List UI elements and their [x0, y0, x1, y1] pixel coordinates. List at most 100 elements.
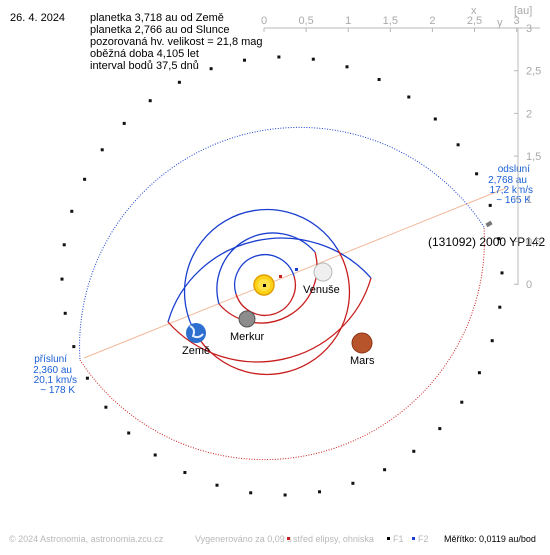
orbit-interval-point [412, 449, 416, 453]
orbit-interval-point [277, 55, 281, 59]
aphelion-speed: 17,2 km/s [490, 185, 533, 196]
orbit-interval-point [460, 400, 464, 404]
orbit-interval-point [438, 427, 442, 431]
orbit-interval-point [122, 121, 126, 125]
orbit-interval-point [249, 491, 253, 495]
mercury-label: Merkur [230, 331, 265, 343]
x-tick-label: 1,5 [383, 15, 398, 27]
earth-land-shape [189, 325, 204, 339]
orbit-interval-point [62, 243, 66, 247]
orbit-interval-point [72, 345, 76, 349]
legend-f1-marker [387, 537, 390, 540]
y-tick-label: 3 [526, 23, 532, 35]
info-line-earth-distance: planetka 3,718 au od Země [90, 12, 224, 24]
legend-center-text: střed elipsy, ohniska [293, 534, 374, 544]
orbit-interval-point [345, 65, 349, 69]
orbit-interval-point [100, 148, 104, 152]
orbit-interval-point [83, 177, 87, 181]
orbit-interval-point [153, 453, 157, 457]
orbit-interval-point [351, 481, 355, 485]
asteroid-orbit-near-half [79, 226, 485, 461]
mars-orbit-upper [167, 237, 372, 323]
perihelion-title: přísluní [34, 354, 67, 365]
earth-orbit-lower [195, 249, 351, 376]
mercury-orbit-lower [235, 275, 297, 316]
venus-orbit-upper [216, 232, 316, 305]
orbit-interval-point [488, 203, 492, 207]
info-line-sun-distance: planetka 2,766 au od Slunce [90, 24, 230, 36]
y-axis-label: y [497, 17, 503, 29]
asteroid-orbit-far-half [79, 126, 485, 361]
mars-orbit-lower [167, 277, 372, 363]
perihelion-speed: 20,1 km/s [34, 375, 77, 386]
ellipse-center-marker [279, 275, 282, 278]
earth-icon [186, 323, 206, 343]
orbit-interval-point [209, 67, 213, 71]
orbit-interval-point [311, 57, 315, 61]
mars-icon [351, 332, 373, 354]
x-axis-label: x [471, 5, 477, 17]
mercury-icon [238, 310, 256, 328]
copyright-text: © 2024 Astronomia, astronomia.zcu.cz [9, 534, 164, 544]
orbit-interval-point [477, 371, 481, 375]
legend-f1-text: F1 [393, 534, 404, 544]
y-tick-label: 0 [526, 279, 532, 291]
orbit-interval-point [63, 311, 67, 315]
y-tick-label: 1,5 [526, 151, 541, 163]
orbit-interval-point [104, 405, 108, 409]
orbit-interval-point [215, 483, 219, 487]
orbit-interval-point [475, 172, 479, 176]
legend-f2-text: F2 [418, 534, 429, 544]
info-line-magnitude: pozorovaná hv. velikost = 21,8 mag [90, 36, 263, 48]
orbit-interval-point [377, 78, 381, 81]
asteroid-position-marker [485, 220, 493, 228]
y-tick-label: 2,5 [526, 66, 541, 78]
generation-time: Vygenerováno za 0,09 s [195, 534, 292, 544]
focus-f1-marker [263, 284, 266, 287]
scale-text: Měřítko: 0,0119 au/bod [444, 534, 536, 544]
aphelion-title: odsluní [498, 164, 530, 175]
orbit-interval-point [183, 471, 187, 474]
x-tick-label: 0 [261, 15, 267, 27]
mercury-orbit-upper [233, 254, 295, 295]
asteroid-orbit-points [60, 55, 504, 497]
y-tick-label: 1 [526, 194, 532, 206]
orbit-interval-point [283, 493, 287, 497]
orbit-interval-point [243, 58, 246, 62]
orbit-interval-point [498, 305, 502, 309]
orbit-interval-point [497, 237, 501, 241]
orbit-interval-point [85, 376, 89, 380]
asteroid-label: (131092) 2000 YP142 [428, 235, 546, 249]
unit-label: [au] [514, 5, 532, 17]
info-line-interval: interval bodů 37,5 dnů [90, 60, 199, 72]
orbit-interval-point [456, 143, 460, 147]
orbit-interval-point [177, 80, 181, 84]
mars-label: Mars [350, 355, 375, 367]
apsis-line [83, 187, 507, 359]
venus-label: Venuše [303, 284, 340, 296]
orbit-interval-point [148, 99, 152, 103]
orbit-interval-point [127, 431, 131, 435]
orbit-interval-point [433, 117, 437, 121]
info-line-period: oběžná doba 4,105 let [90, 48, 199, 60]
perihelion-temperature: ~ 178 K [40, 385, 75, 396]
y-axis: 32,521,510,50 y [497, 17, 541, 291]
focus-f2-marker [295, 268, 298, 271]
perihelion-distance: 2,360 au [33, 365, 72, 376]
orbit-interval-point [318, 490, 321, 494]
legend-f2-marker [412, 537, 415, 540]
orbit-interval-point [407, 95, 411, 99]
x-tick-label: 2,5 [467, 15, 482, 27]
venus-icon [313, 262, 333, 282]
footer: © 2024 Astronomia, astronomia.zcu.cz Vyg… [9, 534, 536, 544]
orbit-interval-point [490, 339, 494, 343]
orbit-interval-point [500, 271, 504, 275]
x-tick-label: 0,5 [298, 15, 313, 27]
y-tick-label: 0,5 [526, 237, 541, 249]
earth-orbit-upper [183, 208, 339, 335]
date-label: 26. 4. 2024 [10, 12, 66, 24]
x-tick-label: 2 [429, 15, 435, 27]
aphelion-distance: 2,768 au [488, 175, 527, 186]
